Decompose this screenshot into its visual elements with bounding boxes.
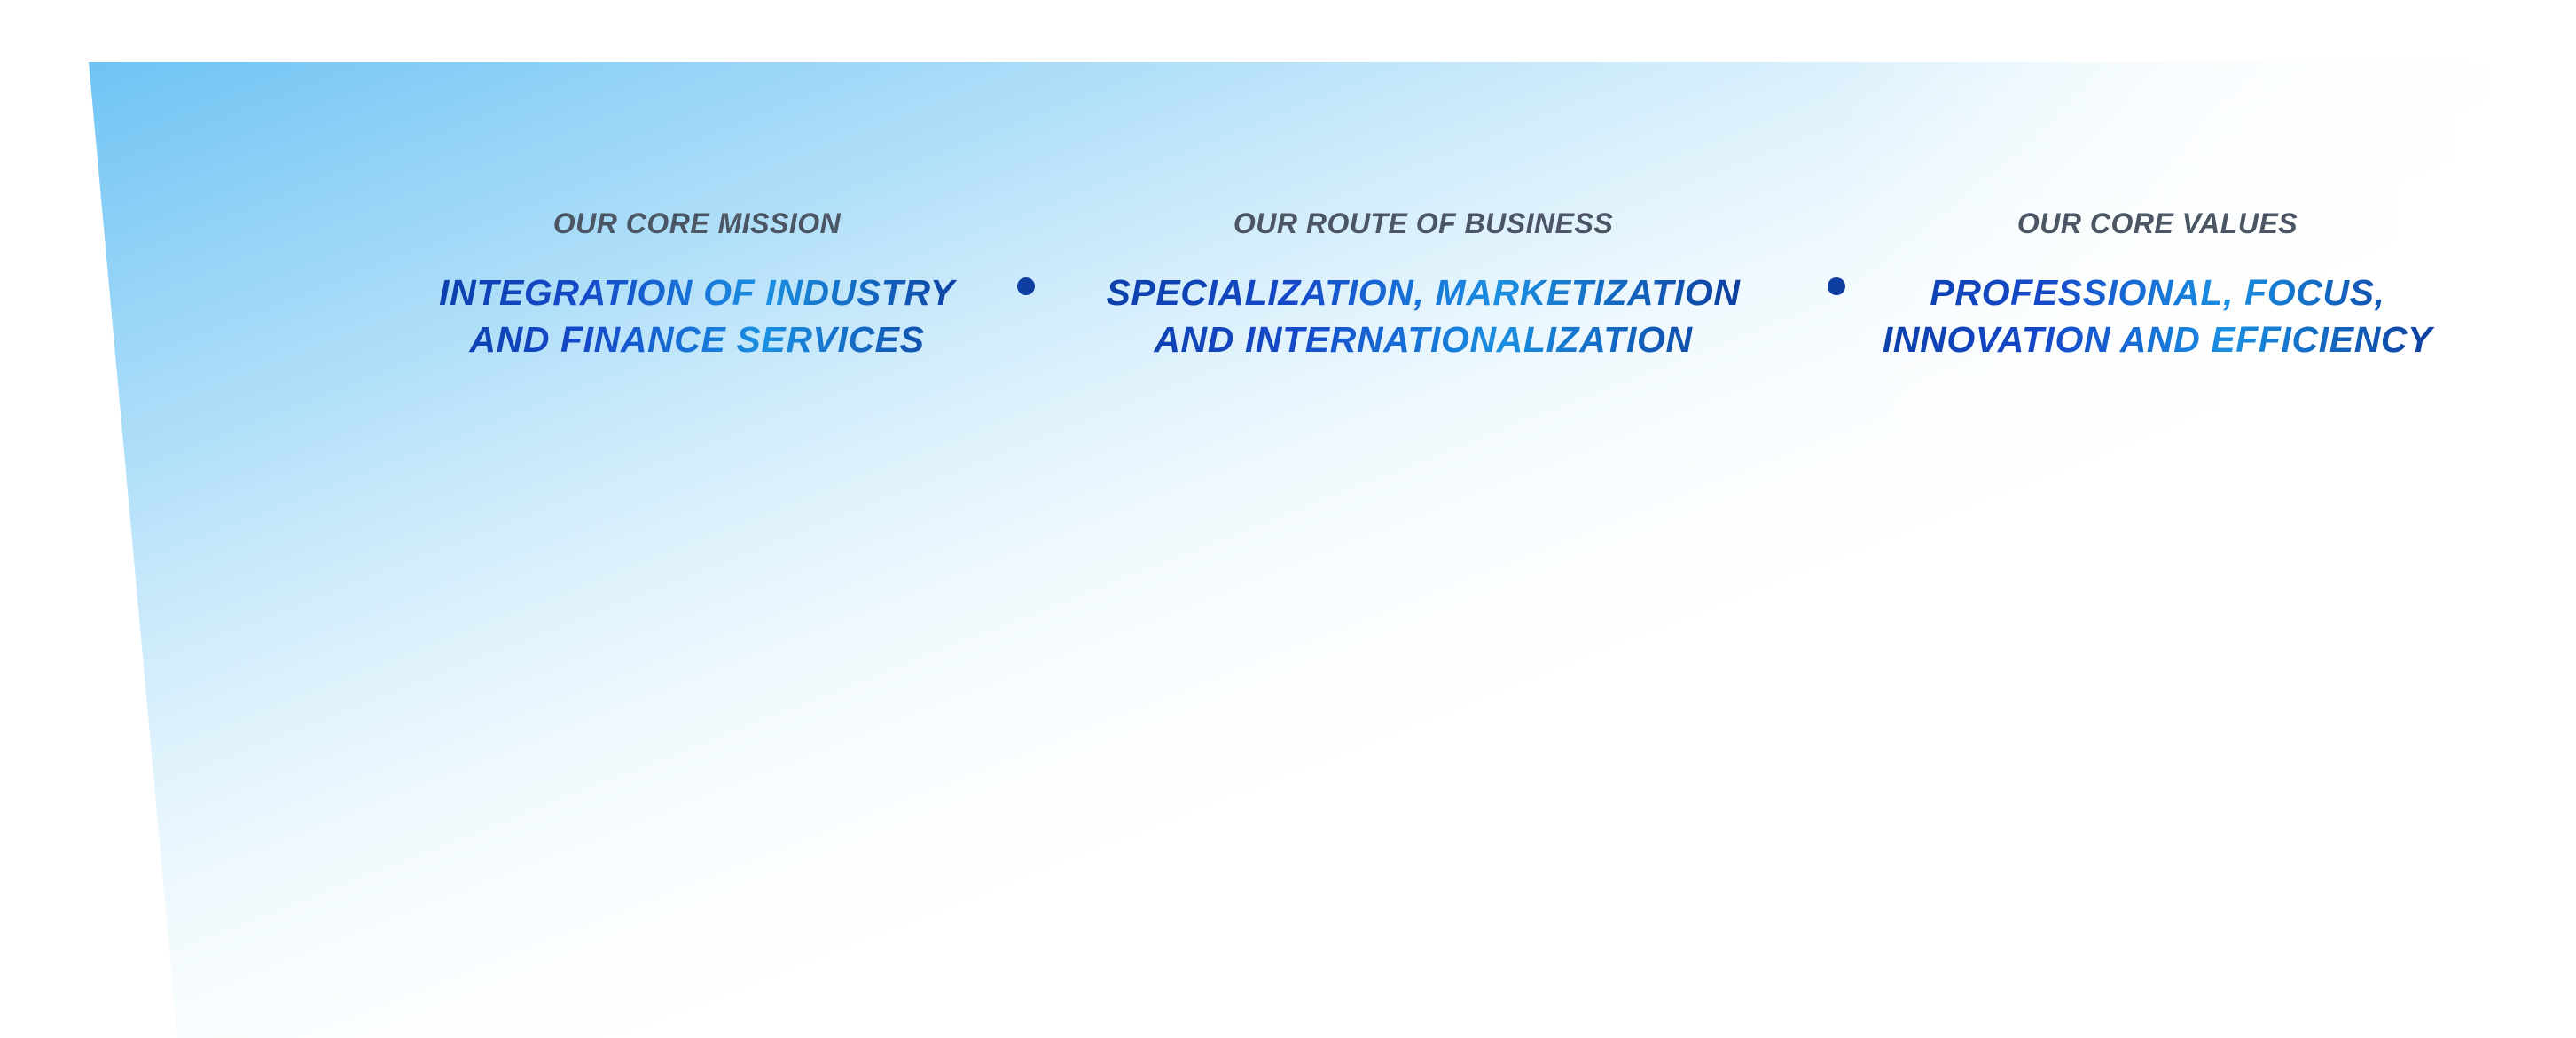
statement-line: SPECIALIZATION, MARKETIZATION [1106,272,1741,313]
pillar-statement: INTEGRATION OF INDUSTRY AND FINANCE SERV… [415,269,979,363]
statement-line: INTEGRATION OF INDUSTRY [439,272,955,313]
pillar-route-of-business: OUR ROUTE OF BUSINESS SPECIALIZATION, MA… [1096,206,1750,363]
pillar-heading: OUR CORE VALUES [2016,207,2298,239]
statement-line: INNOVATION AND EFFICIENCY [1882,319,2433,360]
pillar-core-values: OUR CORE VALUES PROFESSIONAL, FOCUS, INN… [1869,206,2446,363]
statement-line: AND FINANCE SERVICES [469,319,925,360]
statement-line: PROFESSIONAL, FOCUS, [1930,272,2385,313]
pillar-heading: OUR CORE MISSION [552,207,842,239]
pillar-statement: PROFESSIONAL, FOCUS, INNOVATION AND EFFI… [1869,269,2446,363]
pillar-heading: OUR ROUTE OF BUSINESS [1233,207,1614,239]
statement-line: AND INTERNATIONALIZATION [1154,319,1693,360]
separator-dot-icon [1828,277,1845,295]
separator-dot-icon [1017,277,1035,295]
pillar-core-mission: OUR CORE MISSION INTEGRATION OF INDUSTRY… [415,206,979,363]
backdrop-fade [89,62,2576,1038]
pillar-statement: SPECIALIZATION, MARKETIZATION AND INTERN… [1096,269,1750,363]
